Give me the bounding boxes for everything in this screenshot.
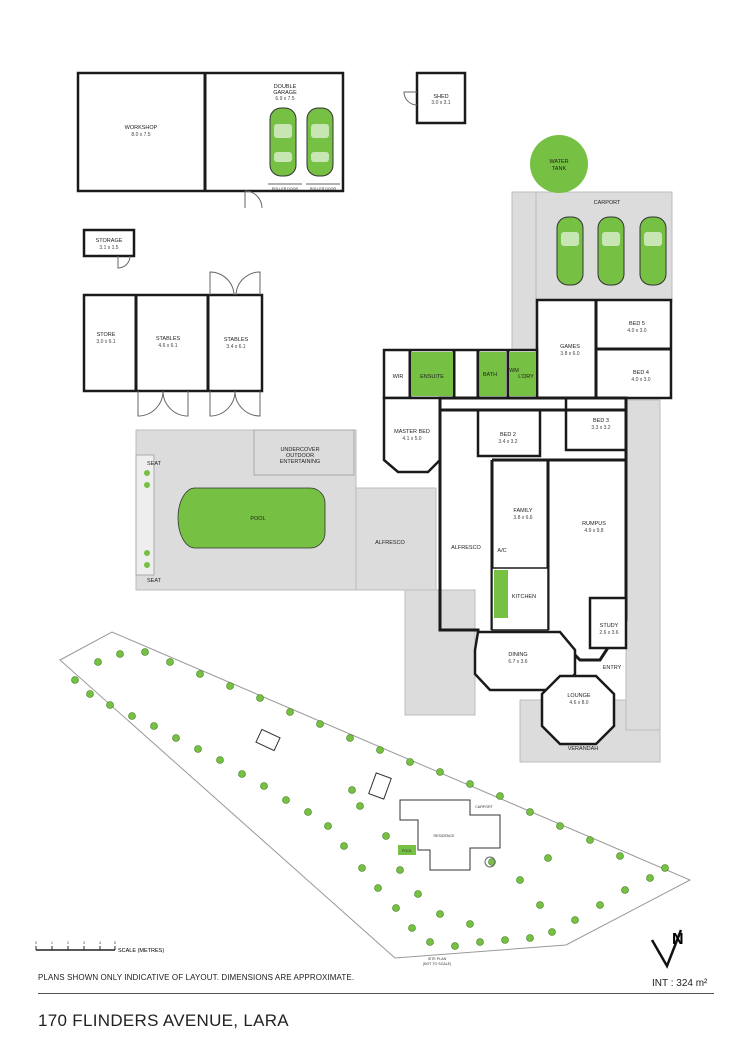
north-arrow-icon: N <box>650 929 684 969</box>
workshop-garage-building: WORKSHOP 8.0 x 7.5 DOUBLE GARAGE 6.9 x 7… <box>76 71 345 209</box>
entry-label: ENTRY <box>603 665 622 671</box>
bed4-dims: 4.0 x 3.0 <box>631 377 650 383</box>
dining-label: DINING <box>508 652 527 658</box>
dining-dims: 6.7 x 3.6 <box>508 659 527 665</box>
scale-bar: 0 1 2 3 4 5 SCALE (METRES) <box>35 941 164 954</box>
bed4-label: BED 4 <box>633 370 649 376</box>
scale-tick: 3 <box>83 941 85 945</box>
site-plan-label: SITE PLAN <box>428 957 447 961</box>
seat-label: SEAT <box>147 461 162 467</box>
stables-dims: 4.6 x 6.1 <box>158 343 177 349</box>
scale-tick: 5 <box>114 941 116 945</box>
bed3-dims: 3.3 x 3.2 <box>591 425 610 431</box>
stables-label: STABLES <box>156 336 181 342</box>
car-icon <box>306 107 334 177</box>
roller-door-label: ROLLER DOOR <box>272 187 299 191</box>
undercover-label: OUTDOOR <box>286 453 314 459</box>
north-label: N <box>672 931 684 948</box>
storage-building: STORAGE 3.1 x 1.5 <box>82 228 136 269</box>
stables-building: STORE 3.0 x 6.1 STABLES 4.6 x 6.1 STABLE… <box>82 271 264 417</box>
games-dims: 3.8 x 6.0 <box>560 351 579 357</box>
site-carport-label: CARPORT <box>475 805 493 809</box>
master-bed-label: MASTER BED <box>394 429 430 435</box>
bed5-label: BED 5 <box>629 321 645 327</box>
workshop-label: WORKSHOP <box>125 125 158 131</box>
undercover-label: UNDERCOVER <box>280 447 319 453</box>
bed3-label: BED 3 <box>593 418 609 424</box>
wm-label: WM <box>509 368 519 374</box>
ensuite-label: ENSUITE <box>420 374 444 380</box>
storage-label: STORAGE <box>96 238 123 244</box>
stables-dims: 3.4 x 6.1 <box>226 344 245 350</box>
lounge-label: LOUNGE <box>567 693 591 699</box>
water-tank-icon <box>530 135 588 193</box>
alfresco-label: ALFRESCO <box>375 540 405 546</box>
water-tank-label: WATER <box>549 159 568 165</box>
car-icon <box>597 216 625 286</box>
kitchen-label: KITCHEN <box>512 594 536 600</box>
divider <box>38 993 714 994</box>
site-pool-label: POOL <box>402 849 412 853</box>
family-label: FAMILY <box>513 508 532 514</box>
verandah-label: VERANDAH <box>568 746 599 752</box>
scale-label: SCALE (METRES) <box>118 948 164 954</box>
roller-door-label: ROLLER DOOR <box>310 187 337 191</box>
garage-label-2: GARAGE <box>273 90 297 96</box>
site-plan: RESIDENCE CARPORT POOL SITE PLAN (NOT TO… <box>59 631 692 966</box>
rumpus-dims: 4.9 x 9.8 <box>584 528 603 534</box>
study-dims: 2.6 x 3.6 <box>599 630 618 636</box>
car-icon <box>269 107 297 177</box>
shed-building: SHED 3.0 x 3.1 <box>403 71 467 125</box>
scale-tick: 2 <box>67 941 69 945</box>
store-label: STORE <box>97 332 116 338</box>
outdoor-areas: SEAT SEAT UNDERCOVER OUTDOOR ENTERTAININ… <box>135 399 661 763</box>
carport-label: CARPORT <box>594 200 621 206</box>
workshop-dims: 8.0 x 7.5 <box>131 132 150 138</box>
water-tank-label: TANK <box>552 166 567 172</box>
seat-label: SEAT <box>147 578 162 584</box>
internal-area: INT : 324 m² <box>652 978 708 989</box>
scale-tick: 1 <box>51 941 53 945</box>
site-trees <box>71 648 669 950</box>
bed2-dims: 3.4 x 3.2 <box>498 439 517 445</box>
undercover-label: ENTERTAINING <box>280 459 320 465</box>
garage-label-1: DOUBLE <box>274 84 297 90</box>
scale-tick: 0 <box>35 941 37 945</box>
shed-label: SHED <box>433 94 448 100</box>
wir-label: WIR <box>393 374 404 380</box>
shed-dims: 3.0 x 3.1 <box>431 100 450 106</box>
storage-dims: 3.1 x 1.5 <box>99 245 118 251</box>
ac-label: A/C <box>497 548 506 554</box>
garage-dims: 6.9 x 7.5 <box>275 96 294 102</box>
master-bed-dims: 4.1 x 5.0 <box>402 436 421 442</box>
rumpus-label: RUMPUS <box>582 521 606 527</box>
games-label: GAMES <box>560 344 580 350</box>
pool-icon <box>177 487 326 549</box>
bed2-label: BED 2 <box>500 432 516 438</box>
ldry-label: L'DRY <box>518 374 534 380</box>
house: GAMES 3.8 x 6.0 BED 5 4.0 x 3.0 BED 4 4.… <box>382 298 673 752</box>
scale-tick: 4 <box>99 941 101 945</box>
page-title: 170 FLINDERS AVENUE, LARA <box>38 1011 289 1030</box>
store-dims: 3.0 x 6.1 <box>96 339 115 345</box>
site-plan-note: (NOT TO SCALE) <box>423 962 452 966</box>
bath-label: BATH <box>483 372 497 378</box>
lounge-dims: 4.6 x 8.0 <box>569 700 588 706</box>
alfresco-label: ALFRESCO <box>451 545 481 551</box>
study-label: STUDY <box>600 623 619 629</box>
site-residence-label: RESIDENCE <box>434 834 456 838</box>
disclaimer: PLANS SHOWN ONLY INDICATIVE OF LAYOUT. D… <box>38 973 355 982</box>
stables-label: STABLES <box>224 337 249 343</box>
car-icon <box>556 216 584 286</box>
car-icon <box>639 216 667 286</box>
pool-label: POOL <box>250 516 265 522</box>
family-dims: 3.8 x 6.6 <box>513 515 532 521</box>
bed5-dims: 4.0 x 3.0 <box>627 328 646 334</box>
